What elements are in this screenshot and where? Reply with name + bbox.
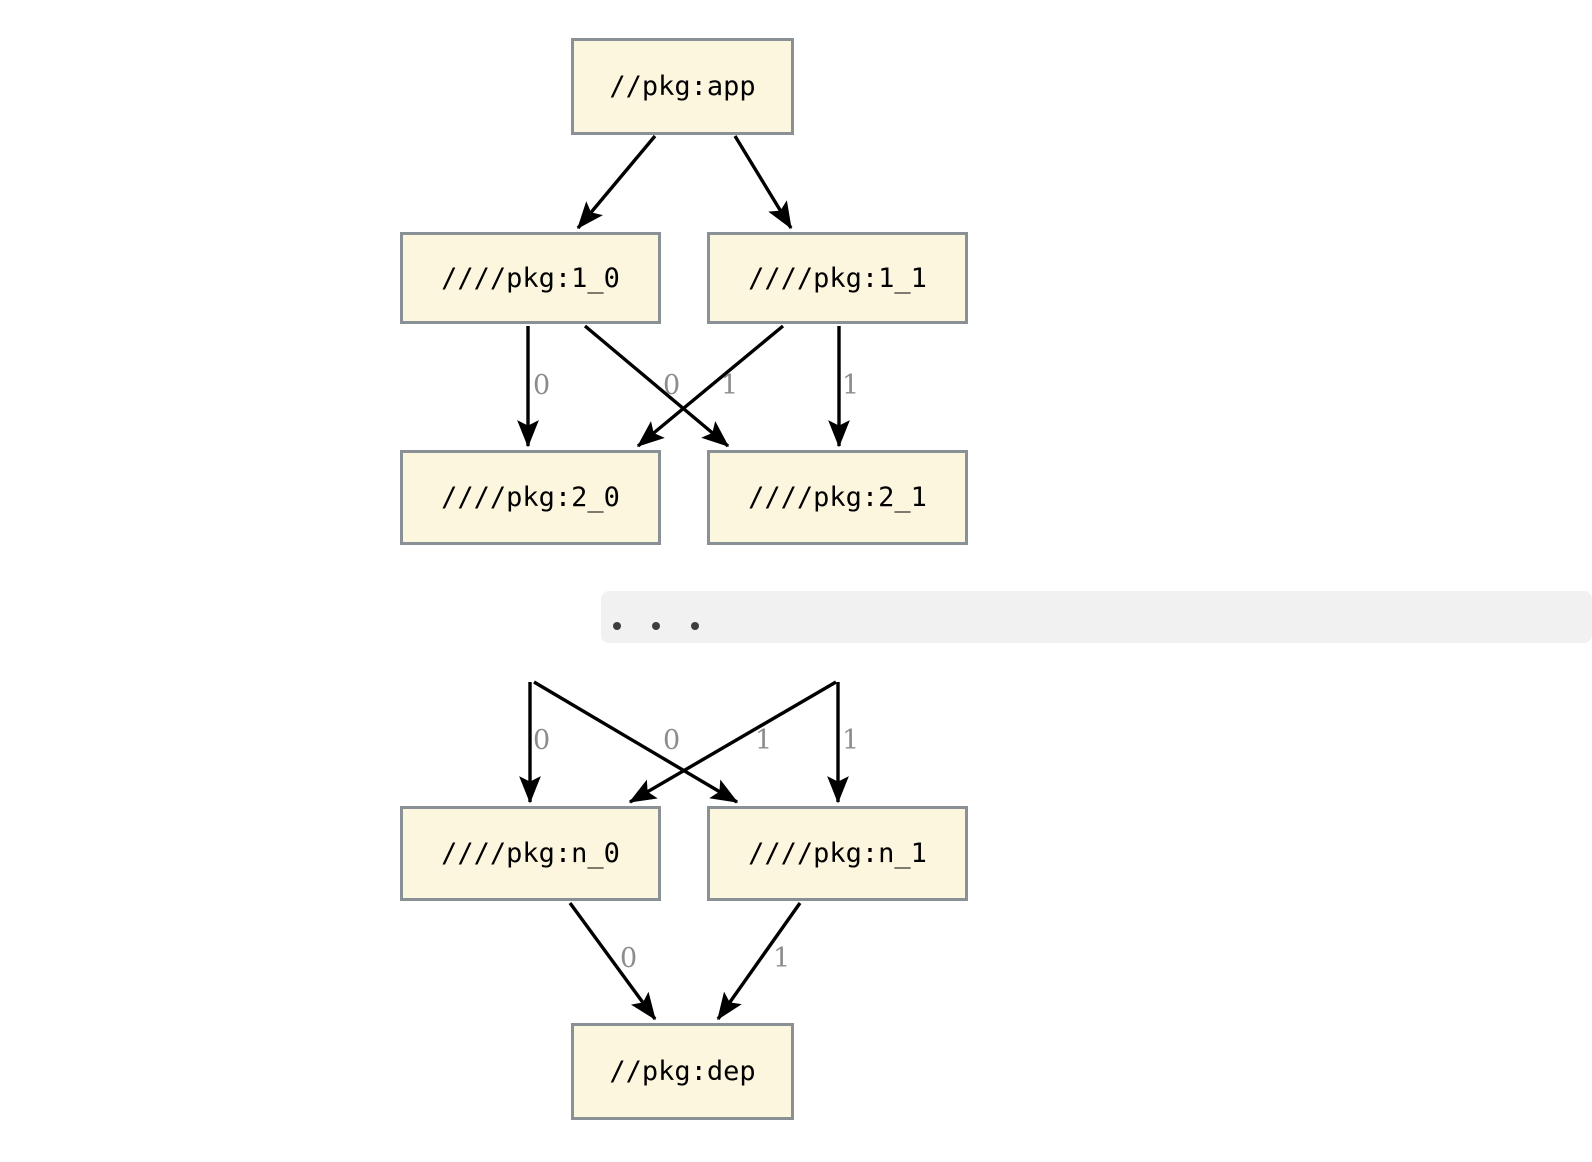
edge-line — [733, 135, 793, 230]
ellipsis-icon — [613, 622, 730, 630]
elided-rows-band[interactable] — [601, 591, 1592, 643]
node-l1_1[interactable]: ////pkg:1_1 — [707, 232, 968, 324]
edge-lines — [517, 134, 850, 1021]
edge-line — [716, 902, 802, 1021]
node-label: //pkg:app — [609, 71, 756, 102]
edge-label: 0 — [663, 725, 681, 756]
ellipsis-dot — [691, 622, 699, 630]
node-l2_1[interactable]: ////pkg:2_1 — [707, 450, 968, 545]
edge-line — [568, 901, 657, 1021]
node-ln_0[interactable]: ////pkg:n_0 — [400, 806, 661, 901]
node-dep[interactable]: //pkg:dep — [571, 1023, 794, 1120]
edge-label: 1 — [755, 725, 773, 756]
edge-label: 1 — [721, 370, 739, 401]
node-label: ////pkg:1_0 — [441, 262, 620, 294]
edge-label: 1 — [842, 725, 860, 756]
node-l1_0[interactable]: ////pkg:1_0 — [400, 232, 661, 324]
node-label: ////pkg:2_1 — [748, 482, 927, 513]
node-label: ////pkg:n_0 — [441, 838, 620, 869]
edge-label: 0 — [533, 725, 551, 756]
node-l2_0[interactable]: ////pkg:2_0 — [400, 450, 661, 545]
edge-line — [583, 324, 730, 448]
edge-line — [533, 680, 739, 804]
node-label: //pkg:dep — [609, 1056, 756, 1087]
node-label: ////pkg:n_1 — [748, 838, 927, 869]
edge-line — [636, 324, 785, 448]
edge-label: 0 — [533, 370, 551, 401]
edge-label: 0 — [663, 370, 681, 401]
node-label: ////pkg:2_0 — [441, 482, 620, 513]
edge-line — [576, 134, 657, 230]
edge-label: 1 — [773, 943, 791, 974]
ellipsis-dot — [613, 622, 621, 630]
node-app[interactable]: //pkg:app — [571, 38, 794, 135]
ellipsis-dot — [652, 622, 660, 630]
node-label: ////pkg:1_1 — [748, 262, 927, 294]
edge-line — [628, 680, 837, 804]
edge-label: 0 — [620, 943, 638, 974]
node-ln_1[interactable]: ////pkg:n_1 — [707, 806, 968, 901]
edge-label: 1 — [842, 370, 860, 401]
